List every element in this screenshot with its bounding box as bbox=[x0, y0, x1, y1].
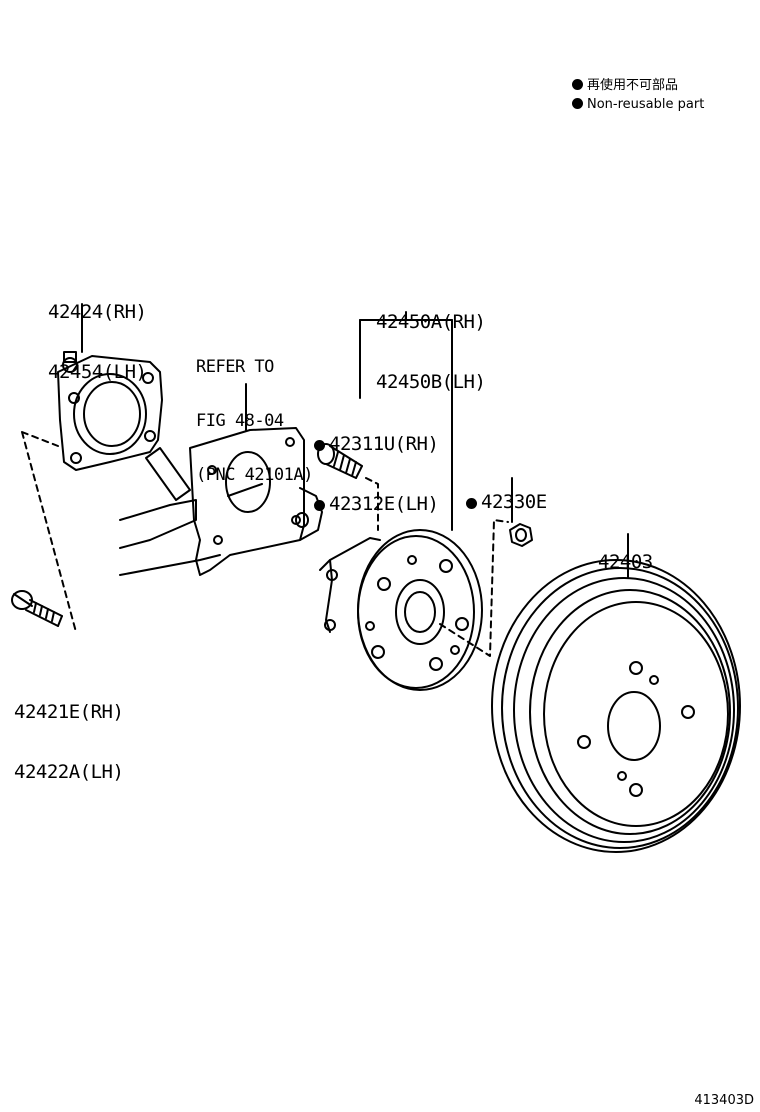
brake-drum bbox=[491, 559, 741, 853]
mounting-bolt bbox=[11, 590, 63, 627]
label-mounting-bolt[interactable]: 42421E(RH) 42422A(LH) bbox=[14, 701, 124, 783]
dashed-guide-hub-bolt bbox=[365, 477, 379, 531]
legend-jp: 再使用不可部品 bbox=[572, 78, 704, 97]
hub-nut bbox=[509, 523, 533, 547]
label-bearing-retainer[interactable]: 42424(RH) 42454(LH) bbox=[48, 301, 147, 383]
dashed-guide-mounting-bolt bbox=[21, 431, 77, 633]
hub-assembly bbox=[319, 529, 483, 691]
label-hub-nut[interactable]: 42330E bbox=[466, 452, 547, 532]
bearing-retainer-plate bbox=[57, 351, 163, 471]
non-reusable-dot-icon bbox=[466, 498, 477, 509]
label-hub-bolt[interactable]: 42311U(RH) 42312E(LH) bbox=[314, 394, 439, 534]
label-hub-assembly[interactable]: 42450A(RH) 42450B(LH) bbox=[376, 311, 486, 393]
figure-id: 413403D bbox=[694, 1093, 754, 1108]
legend-en: Non-reusable part bbox=[572, 97, 704, 116]
non-reusable-dot-icon bbox=[572, 98, 583, 109]
label-brake-drum[interactable]: 42403 bbox=[598, 551, 653, 573]
legend: 再使用不可部品 Non-reusable part bbox=[572, 78, 704, 116]
label-refer-fig[interactable]: REFER TO FIG 48-04 (PNC 42101A) bbox=[196, 357, 313, 485]
non-reusable-dot-icon bbox=[314, 440, 325, 451]
leader-hub-assembly bbox=[359, 311, 453, 531]
axle-beam-knuckle bbox=[119, 427, 323, 576]
hub-bolt bbox=[317, 443, 363, 479]
non-reusable-dot-icon bbox=[314, 500, 325, 511]
dashed-guide-hub-nut bbox=[439, 519, 509, 657]
non-reusable-dot-icon bbox=[572, 79, 583, 90]
